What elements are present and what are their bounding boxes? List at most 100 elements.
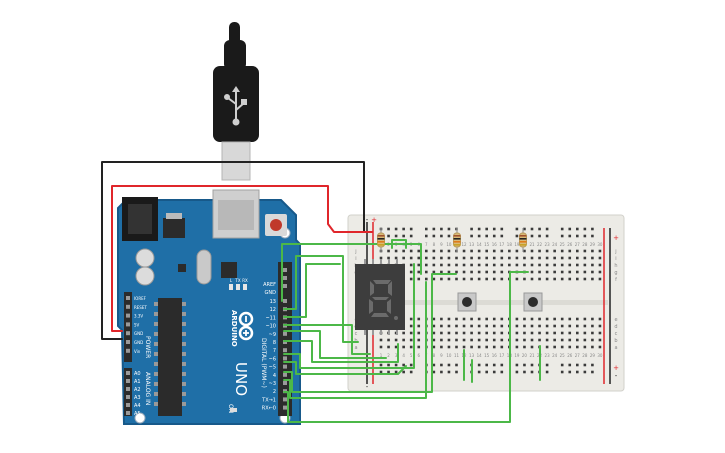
rail-hole[interactable] (591, 234, 594, 238)
breadboard-hole[interactable] (598, 338, 602, 342)
breadboard-hole[interactable] (598, 277, 602, 281)
breadboard-hole[interactable] (576, 263, 579, 267)
rail-hole[interactable] (515, 370, 519, 374)
breadboard-hole[interactable] (515, 324, 519, 328)
breadboard-hole[interactable] (470, 338, 473, 342)
breadboard-hole[interactable] (409, 277, 413, 281)
digital-pin[interactable] (283, 364, 287, 369)
resistor-3[interactable] (519, 228, 527, 252)
breadboard-hole[interactable] (530, 277, 534, 281)
breadboard-hole[interactable] (470, 324, 473, 328)
rail-hole[interactable] (394, 234, 398, 238)
rail-hole[interactable] (394, 227, 398, 231)
breadboard-hole[interactable] (545, 331, 549, 335)
rail-hole[interactable] (394, 370, 398, 374)
breadboard-hole[interactable] (583, 249, 587, 253)
breadboard-hole[interactable] (508, 256, 511, 260)
breadboard-hole[interactable] (394, 345, 398, 349)
analog-pin[interactable] (126, 395, 130, 399)
breadboard-hole[interactable] (402, 338, 405, 342)
breadboard-hole[interactable] (560, 256, 564, 260)
breadboard-hole[interactable] (470, 270, 473, 274)
breadboard-hole[interactable] (545, 338, 549, 342)
pushbutton-1[interactable] (457, 292, 477, 312)
breadboard-hole[interactable] (515, 338, 519, 342)
breadboard-hole[interactable] (538, 256, 541, 260)
rail-hole[interactable] (440, 370, 443, 374)
analog-pin[interactable] (126, 387, 130, 391)
rail-hole[interactable] (583, 370, 587, 374)
breadboard-hole[interactable] (560, 338, 564, 342)
rail-hole[interactable] (492, 227, 496, 231)
rail-hole[interactable] (538, 234, 541, 238)
rail-hole[interactable] (432, 370, 436, 374)
rail-hole[interactable] (576, 370, 579, 374)
wire-green[interactable] (391, 239, 407, 249)
breadboard-hole[interactable] (560, 331, 564, 335)
breadboard-hole[interactable] (492, 331, 496, 335)
breadboard-hole[interactable] (500, 249, 504, 253)
breadboard-hole[interactable] (417, 256, 421, 260)
breadboard-hole[interactable] (568, 324, 572, 328)
breadboard-hole[interactable] (440, 317, 443, 321)
rail-hole[interactable] (500, 363, 504, 367)
power-pin[interactable] (126, 331, 130, 336)
breadboard-hole[interactable] (576, 331, 579, 335)
breadboard-hole[interactable] (402, 249, 405, 253)
rail-hole[interactable] (515, 227, 519, 231)
breadboard-hole[interactable] (394, 338, 398, 342)
breadboard-hole[interactable] (387, 338, 390, 342)
breadboard-hole[interactable] (455, 256, 458, 260)
rail-hole[interactable] (583, 363, 587, 367)
breadboard-hole[interactable] (583, 270, 587, 274)
breadboard-hole[interactable] (485, 324, 488, 328)
breadboard-hole[interactable] (417, 324, 421, 328)
breadboard-hole[interactable] (515, 249, 519, 253)
rail-hole[interactable] (568, 370, 572, 374)
breadboard-hole[interactable] (500, 345, 504, 349)
breadboard-hole[interactable] (523, 256, 526, 260)
breadboard-hole[interactable] (485, 317, 488, 321)
rail-hole[interactable] (440, 234, 443, 238)
breadboard-hole[interactable] (492, 270, 496, 274)
breadboard-hole[interactable] (455, 331, 458, 335)
rail-hole[interactable] (530, 227, 534, 231)
breadboard-hole[interactable] (523, 345, 526, 349)
pushbutton-cap[interactable] (462, 297, 472, 307)
breadboard-hole[interactable] (470, 317, 473, 321)
breadboard-hole[interactable] (447, 317, 451, 321)
rail-hole[interactable] (560, 363, 564, 367)
breadboard-hole[interactable] (440, 277, 443, 281)
breadboard-hole[interactable] (538, 331, 541, 335)
breadboard-hole[interactable] (387, 345, 390, 349)
breadboard-hole[interactable] (545, 277, 549, 281)
breadboard-hole[interactable] (470, 345, 473, 349)
rail-hole[interactable] (440, 227, 443, 231)
breadboard-hole[interactable] (515, 263, 519, 267)
rail-hole[interactable] (538, 227, 541, 231)
breadboard-hole[interactable] (455, 270, 458, 274)
breadboard-hole[interactable] (455, 345, 458, 349)
breadboard-hole[interactable] (387, 249, 390, 253)
breadboard-hole[interactable] (470, 277, 473, 281)
rail-hole[interactable] (477, 234, 481, 238)
breadboard-hole[interactable] (425, 277, 428, 281)
breadboard-hole[interactable] (508, 249, 511, 253)
breadboard-hole[interactable] (576, 256, 579, 260)
rail-hole[interactable] (387, 234, 390, 238)
breadboard-hole[interactable] (523, 317, 526, 321)
rail-hole[interactable] (591, 370, 594, 374)
breadboard-hole[interactable] (598, 270, 602, 274)
breadboard-hole[interactable] (576, 338, 579, 342)
rail-hole[interactable] (402, 370, 405, 374)
power-pin[interactable] (126, 296, 130, 300)
breadboard-hole[interactable] (402, 345, 405, 349)
breadboard-hole[interactable] (591, 263, 594, 267)
breadboard-hole[interactable] (485, 277, 488, 281)
breadboard-hole[interactable] (598, 331, 602, 335)
rail-hole[interactable] (477, 227, 481, 231)
resistors[interactable] (377, 228, 527, 252)
breadboard-hole[interactable] (545, 249, 549, 253)
breadboard-hole[interactable] (568, 249, 572, 253)
